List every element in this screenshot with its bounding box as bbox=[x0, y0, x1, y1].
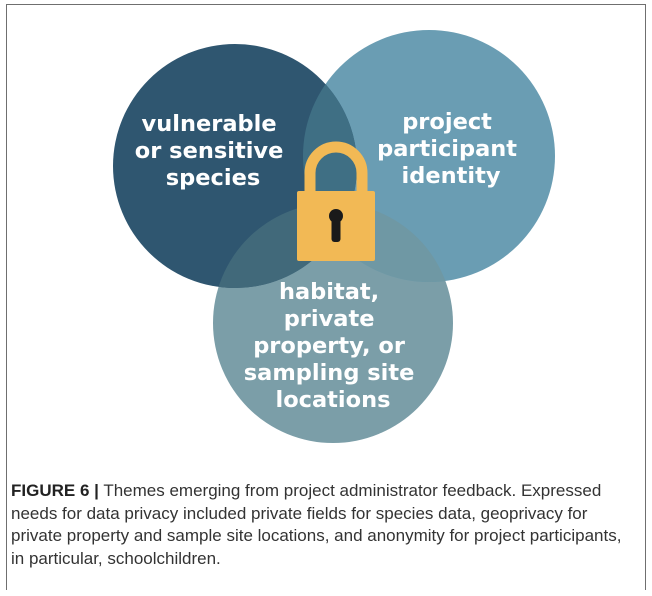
venn-overlap-identity-locations bbox=[303, 203, 453, 282]
locations-label-line: habitat, bbox=[279, 279, 379, 305]
identity-label-line: participant bbox=[377, 136, 517, 162]
identity-label-line: project bbox=[402, 109, 492, 135]
caption-text: Themes emerging from project administrat… bbox=[11, 481, 622, 568]
locations-label-line: sampling site bbox=[244, 360, 415, 386]
locations-label-line: property, or bbox=[253, 333, 406, 359]
figure-label: FIGURE 6 bbox=[11, 481, 90, 500]
identity-label-line: identity bbox=[402, 163, 501, 189]
locations-label-line: private bbox=[284, 306, 375, 332]
species-label: vulnerable or sensitive species bbox=[135, 111, 291, 191]
species-label-line: species bbox=[166, 165, 260, 191]
identity-label: project participant identity bbox=[377, 109, 525, 189]
figure-frame: vulnerable or sensitive species project … bbox=[6, 4, 646, 590]
species-label-line: vulnerable bbox=[142, 111, 277, 137]
species-label-line: or sensitive bbox=[135, 138, 284, 164]
figure-separator: | bbox=[94, 481, 99, 500]
figure-caption: FIGURE 6 | Themes emerging from project … bbox=[11, 480, 639, 570]
locations-label: habitat, private property, or sampling s… bbox=[244, 279, 422, 413]
venn-diagram: vulnerable or sensitive species project … bbox=[113, 30, 555, 443]
locations-label-line: locations bbox=[275, 387, 390, 413]
padlock-icon bbox=[297, 141, 375, 261]
venn-overlap-species-locations bbox=[213, 203, 357, 288]
